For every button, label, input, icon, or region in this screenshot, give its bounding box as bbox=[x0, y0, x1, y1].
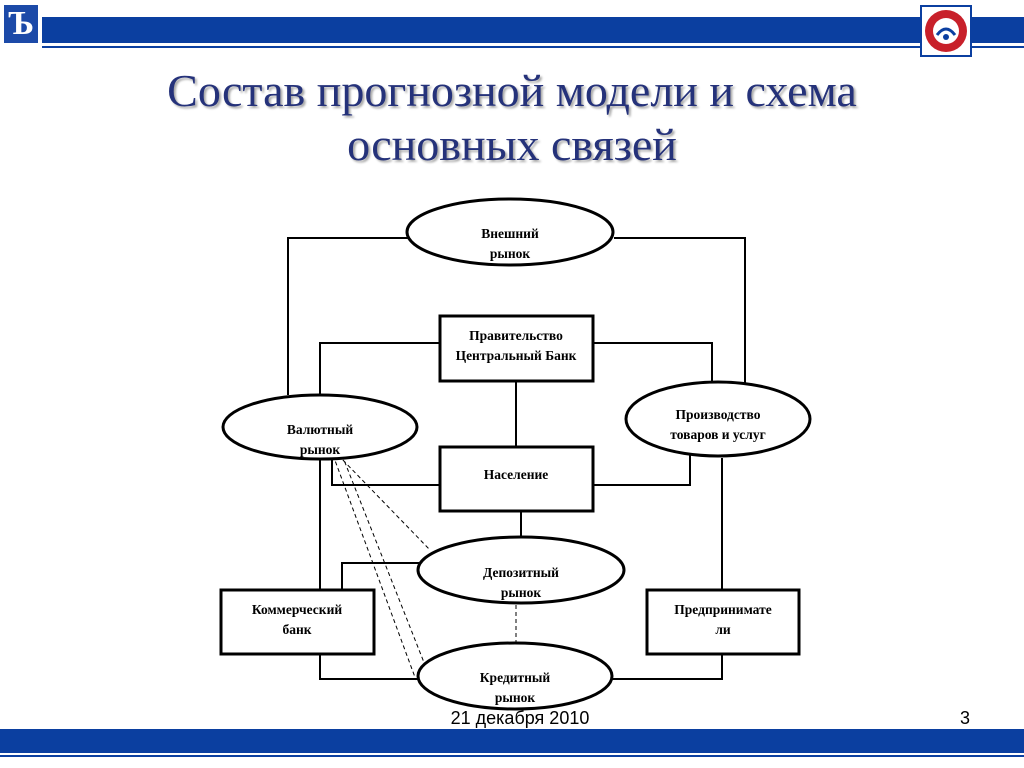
dashed-valyutny-kreditny-b bbox=[332, 454, 417, 681]
node-predprinimateli-line1: Предпринимате bbox=[674, 602, 771, 617]
node-proizvodstvo: Производство товаров и услуг bbox=[624, 380, 812, 458]
node-proizvodstvo-line2: товаров и услуг bbox=[670, 427, 765, 442]
node-valyutny-line2: рынок bbox=[300, 442, 341, 457]
node-kreditny-line2: рынок bbox=[495, 690, 536, 705]
node-kommercheskiy: Коммерческий банк bbox=[219, 588, 376, 656]
node-pravitelstvo-line1: Правительство bbox=[469, 328, 563, 343]
dashed-valyutny-depozitny bbox=[337, 454, 431, 551]
top-band bbox=[0, 17, 1024, 43]
connector-vneshniy-proizvodstvo bbox=[614, 237, 746, 385]
node-vneshniy-line1: Внешний bbox=[481, 226, 539, 241]
node-naselenie: Население bbox=[438, 445, 595, 513]
fermlab-logo bbox=[920, 5, 972, 57]
node-kreditny-line1: Кредитный bbox=[480, 670, 551, 685]
node-vneshniy-line2: рынок bbox=[490, 246, 531, 261]
diagram-dashed-connectors bbox=[332, 454, 517, 681]
node-depozitny-line1: Депозитный bbox=[483, 565, 559, 580]
slide-date: 21 декабря 2010 bbox=[450, 708, 590, 728]
connector-kommercheskiy-kreditny bbox=[319, 654, 420, 680]
dashed-valyutny-kreditny-a bbox=[341, 454, 426, 666]
connector-predprinimateli-kreditny bbox=[610, 654, 723, 680]
connector-pravitelstvo-valyutny bbox=[319, 342, 440, 395]
connector-pravitelstvo-proizvodstvo bbox=[593, 342, 713, 388]
node-depozitny-line2: рынок bbox=[501, 585, 542, 600]
bottom-band bbox=[0, 729, 1024, 753]
page-number: 3 bbox=[959, 708, 970, 728]
node-naselenie-line1: Население bbox=[484, 467, 549, 482]
connector-vneshniy-valyutny bbox=[287, 237, 408, 395]
node-kreditny: Кредитный рынок bbox=[416, 641, 614, 711]
node-pravitelstvo: Правительство Центральный Банк bbox=[438, 314, 595, 383]
fermlab-logo-graphic bbox=[925, 10, 967, 52]
hse-logo-mark: Ъ bbox=[4, 5, 38, 43]
diagram-connectors bbox=[287, 237, 746, 680]
top-band-line bbox=[0, 46, 1024, 48]
slide-title-line2: основных связей bbox=[347, 119, 677, 170]
node-proizvodstvo-line1: Производство bbox=[676, 407, 761, 422]
connector-depozitny-kommercheskiy bbox=[341, 562, 419, 590]
node-pravitelstvo-line2: Центральный Банк bbox=[456, 348, 577, 363]
connector-naselenie-valyutny bbox=[331, 458, 440, 486]
bottom-band-line bbox=[0, 755, 1024, 757]
node-kommercheskiy-line1: Коммерческий bbox=[252, 602, 342, 617]
connector-naselenie-proizvodstvo bbox=[593, 450, 691, 486]
node-predprinimateli-line2: ли bbox=[715, 622, 731, 637]
node-valyutny: Валютный рынок bbox=[221, 393, 419, 461]
slide-title: Состав прогнозной модели и схема основны… bbox=[60, 64, 964, 172]
slide-title-line1: Состав прогнозной модели и схема bbox=[167, 65, 857, 116]
node-kommercheskiy-line2: банк bbox=[282, 622, 311, 637]
node-predprinimateli: Предпринимате ли bbox=[645, 588, 801, 656]
hse-logo: Ъ bbox=[0, 0, 42, 48]
node-vneshniy: Внешний рынок bbox=[405, 197, 615, 267]
node-depozitny: Депозитный рынок bbox=[416, 535, 626, 605]
node-valyutny-line1: Валютный bbox=[287, 422, 354, 437]
